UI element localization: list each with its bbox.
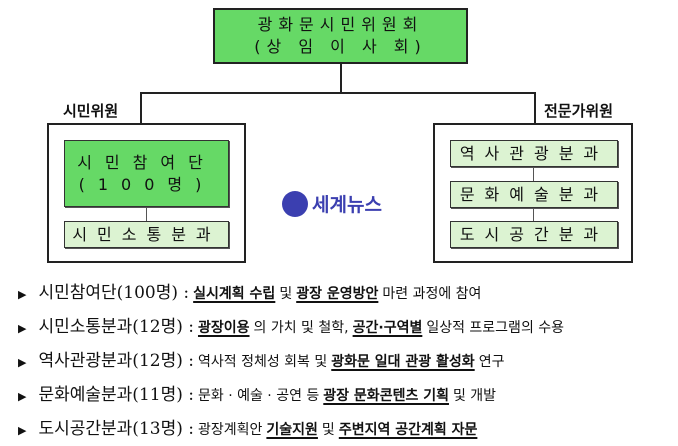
connector	[140, 92, 536, 94]
item-title: 도시공간분과(13명) :	[38, 419, 194, 439]
item-highlight: 주변지역 공간계획 자문	[338, 422, 478, 438]
item-text: 일상적 프로그램의 수용	[426, 320, 565, 336]
connector	[340, 64, 342, 94]
item-title: 시민참여단(100명) :	[38, 283, 190, 303]
item-text: 문화 · 예술 · 공연 등	[197, 388, 320, 404]
item-text: 역사적 정체성 회복 및	[197, 354, 328, 370]
citizen-communication-box: 시민소통분과	[64, 221, 229, 248]
item-title: 역사관광분과(12명) :	[38, 351, 194, 371]
citizen-panel-box: 시민참여단 (100명)	[64, 140, 229, 207]
history-tourism-label: 역사관광분과	[459, 143, 609, 163]
item-title: 시민소통분과(12명) :	[38, 317, 194, 337]
citizen-panel-count: (100명)	[78, 174, 215, 194]
citizen-panel-name: 시민참여단	[77, 152, 216, 172]
bullet-triangle-icon: ▶	[18, 390, 27, 403]
watermark-logo: 세계뉴스	[282, 190, 382, 217]
item-highlight: 공간·구역별	[352, 320, 423, 336]
bullet-triangle-icon: ▶	[18, 424, 27, 437]
watermark-text: 세계뉴스	[312, 194, 382, 216]
item-text: 마련 과정에 참여	[382, 286, 482, 302]
item-text: 및 개발	[452, 388, 497, 404]
item-highlight: 광장 운영방안	[296, 286, 379, 302]
bullet-triangle-icon: ▶	[18, 288, 27, 301]
item-highlight: 광화문 일대 관광 활성화	[331, 354, 475, 370]
item-text: 연구	[478, 354, 505, 370]
globe-icon	[282, 190, 308, 217]
connector	[533, 208, 534, 221]
connector	[534, 92, 536, 124]
connector	[140, 92, 142, 124]
item-text: 광장계획안	[197, 422, 263, 438]
item-text: 및	[321, 422, 335, 438]
expert-members-label: 전문가위원	[544, 102, 614, 120]
bullet-triangle-icon: ▶	[18, 356, 27, 369]
item-highlight: 광장 문화콘텐츠 기획	[323, 388, 449, 404]
bullet-triangle-icon: ▶	[18, 322, 27, 335]
connector	[533, 167, 534, 181]
culture-arts-label: 문화예술분과	[459, 184, 609, 204]
item-text: 및	[279, 286, 293, 302]
citizen-members-label: 시민위원	[63, 102, 119, 120]
item-title: 문화예술분과(11명) :	[38, 385, 194, 405]
connector	[146, 207, 147, 221]
item-highlight: 기술지원	[266, 422, 318, 438]
item-highlight: 광장이용	[197, 320, 250, 336]
committee-title: 광화문시민위원회	[257, 15, 424, 34]
item-highlight: 실시계획 수립	[193, 286, 276, 302]
urban-space-label: 도시공간분과	[459, 224, 609, 244]
item-text: 의 가치 및 철학,	[253, 320, 349, 336]
committee-box: 광화문시민위원회 (상 임 이 사 회)	[213, 8, 468, 64]
urban-space-box: 도시공간분과	[450, 221, 618, 248]
citizen-communication-label: 시민소통분과	[72, 224, 221, 244]
culture-arts-box: 문화예술분과	[450, 181, 618, 208]
committee-subtitle: (상 임 이 사 회)	[254, 37, 427, 56]
history-tourism-box: 역사관광분과	[450, 140, 618, 167]
